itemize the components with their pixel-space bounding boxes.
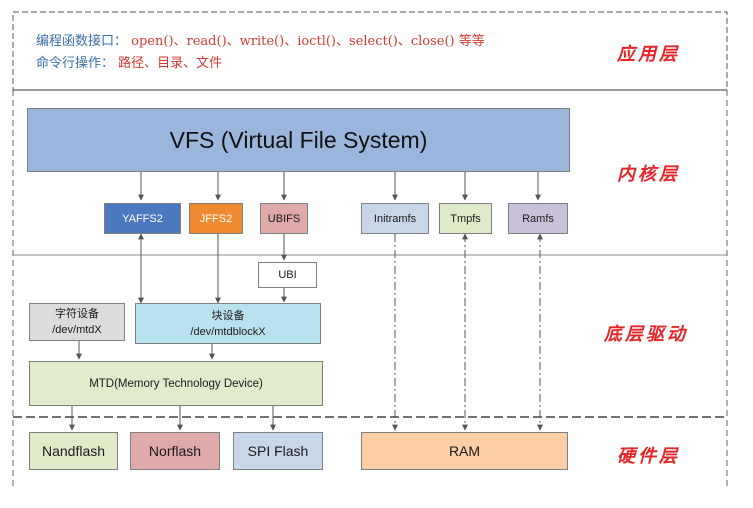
app-cmd-line: 命令行操作： 路径、目录、文件 xyxy=(36,52,222,71)
jffs2-box: JFFS2 xyxy=(189,203,243,234)
layer-label-hardware: 硬件层 xyxy=(617,446,680,467)
block-device-title: 块设备 xyxy=(211,309,245,322)
cmd-label: 命令行操作： xyxy=(36,56,115,71)
ubi-box: UBI xyxy=(258,262,317,288)
initramfs-box: Initramfs xyxy=(361,203,429,234)
yaffs2-box: YAFFS2 xyxy=(104,203,181,234)
layer-label-kernel: 内核层 xyxy=(617,164,680,185)
ram-box: RAM xyxy=(361,432,568,470)
app-api-line: 编程函数接口： open()、read()、write()、ioctl()、se… xyxy=(36,30,485,49)
vfs-box: VFS (Virtual File System) xyxy=(27,108,570,172)
block-device-path: /dev/mtdblockX xyxy=(190,325,266,338)
api-label: 编程函数接口： xyxy=(36,34,128,49)
norflash-box: Norflash xyxy=(130,432,220,470)
char-device-box: 字符设备 /dev/mtdX xyxy=(29,303,125,341)
block-device-box: 块设备 /dev/mtdblockX xyxy=(135,303,321,344)
layer-label-driver: 底层驱动 xyxy=(604,324,688,345)
ubifs-box: UBIFS xyxy=(260,203,308,234)
nandflash-box: Nandflash xyxy=(29,432,118,470)
api-functions: open()、read()、write()、ioctl()、select()、c… xyxy=(131,34,485,49)
mtd-box: MTD(Memory Technology Device) xyxy=(29,361,323,406)
ramfs-box: Ramfs xyxy=(508,203,568,234)
char-device-title: 字符设备 xyxy=(55,308,99,320)
cmd-items: 路径、目录、文件 xyxy=(118,56,223,71)
char-device-path: /dev/mtdX xyxy=(52,324,102,336)
tmpfs-box: Tmpfs xyxy=(439,203,492,234)
layer-label-app: 应用层 xyxy=(617,44,680,65)
spi-flash-box: SPI Flash xyxy=(233,432,323,470)
